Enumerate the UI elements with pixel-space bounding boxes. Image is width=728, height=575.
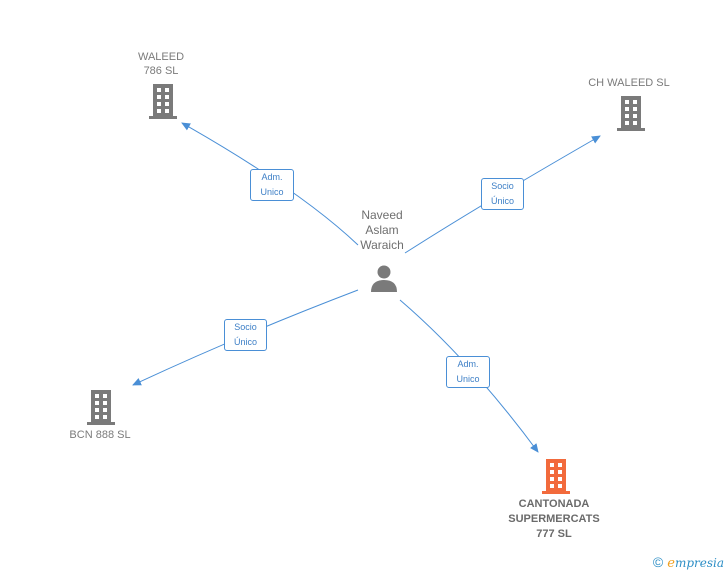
relation-label-ch-waleed: Socio Único [481, 178, 524, 210]
building-icon[interactable] [540, 459, 572, 494]
relation-role: Socio [234, 322, 257, 332]
person-icon[interactable] [369, 263, 399, 293]
company-waleed-name[interactable]: WALEED 786 SL [137, 51, 185, 77]
relation-role: Adm. [261, 172, 283, 182]
relation-label-bcn: Socio Único [224, 319, 267, 351]
relation-detail: Único [490, 196, 514, 206]
relation-detail: Unico [456, 374, 480, 384]
building-icon[interactable] [85, 390, 117, 425]
brand-name: mpresia [674, 556, 724, 570]
relation-role: Adm. [457, 359, 479, 369]
relation-detail: Unico [260, 187, 284, 197]
company-bcn-name[interactable]: BCN 888 SL [69, 429, 131, 441]
relation-label-waleed: Adm. Unico [250, 169, 294, 201]
building-icon[interactable] [615, 96, 647, 131]
company-cantonada-name[interactable]: CANTONADA SUPERMERCATS 777 SL [508, 498, 600, 540]
empresia-watermark: ©empresia [653, 554, 724, 571]
relation-detail: Único [233, 337, 257, 347]
brand-initial: e [667, 556, 675, 571]
copyright-symbol: © [652, 554, 664, 570]
company-ch-waleed-name[interactable]: CH WALEED SL [588, 77, 670, 89]
building-icon[interactable] [147, 84, 179, 119]
relation-label-cantonada: Adm. Unico [446, 356, 490, 388]
person-name[interactable]: Naveed Aslam Waraich [360, 208, 404, 252]
relation-role: Socio [491, 181, 514, 191]
